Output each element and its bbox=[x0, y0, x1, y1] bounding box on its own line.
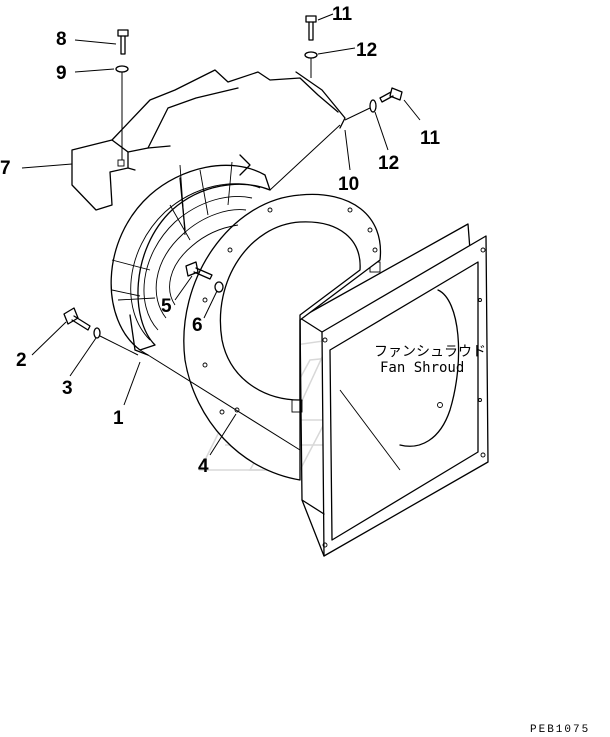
assembly-line bbox=[139, 349, 301, 451]
callout-12-right: 12 bbox=[378, 153, 399, 174]
callout-8: 8 bbox=[56, 29, 67, 50]
bolt-axis-2 bbox=[99, 335, 139, 356]
washer-12-right bbox=[369, 99, 377, 113]
leader-lines bbox=[21, 13, 421, 456]
fan-shroud bbox=[299, 223, 489, 557]
callout-11-top: 11 bbox=[332, 4, 353, 25]
bolt-5 bbox=[185, 261, 213, 280]
bolt-11-right bbox=[379, 87, 403, 103]
callout-4: 4 bbox=[198, 456, 209, 477]
washer-3 bbox=[93, 327, 101, 339]
washer-12-top bbox=[304, 51, 318, 59]
bolt-axis-11-right bbox=[344, 107, 371, 121]
callout-2: 2 bbox=[16, 350, 27, 371]
assembly-line bbox=[269, 124, 341, 191]
callout-12-top: 12 bbox=[356, 40, 377, 61]
drawing-code: PEB1075 bbox=[530, 724, 590, 736]
bracket bbox=[71, 69, 346, 211]
callout-1: 1 bbox=[113, 408, 124, 429]
callout-11-right: 11 bbox=[420, 128, 441, 149]
bolt-2 bbox=[63, 307, 91, 331]
callout-7: 7 bbox=[0, 158, 11, 179]
callout-9: 9 bbox=[56, 63, 67, 84]
callout-10: 10 bbox=[338, 174, 359, 195]
washer-9 bbox=[115, 65, 129, 73]
washer-6 bbox=[214, 281, 224, 293]
bolt-11-top bbox=[305, 15, 317, 41]
shroud-label-jp: ファンシュラウド bbox=[374, 344, 486, 360]
callout-5: 5 bbox=[161, 296, 172, 317]
fan-guard bbox=[110, 154, 271, 356]
callout-6: 6 bbox=[192, 315, 203, 336]
callout-3: 3 bbox=[62, 378, 73, 399]
shroud-label-en: Fan Shroud bbox=[380, 360, 464, 376]
bolt-8 bbox=[117, 29, 129, 55]
